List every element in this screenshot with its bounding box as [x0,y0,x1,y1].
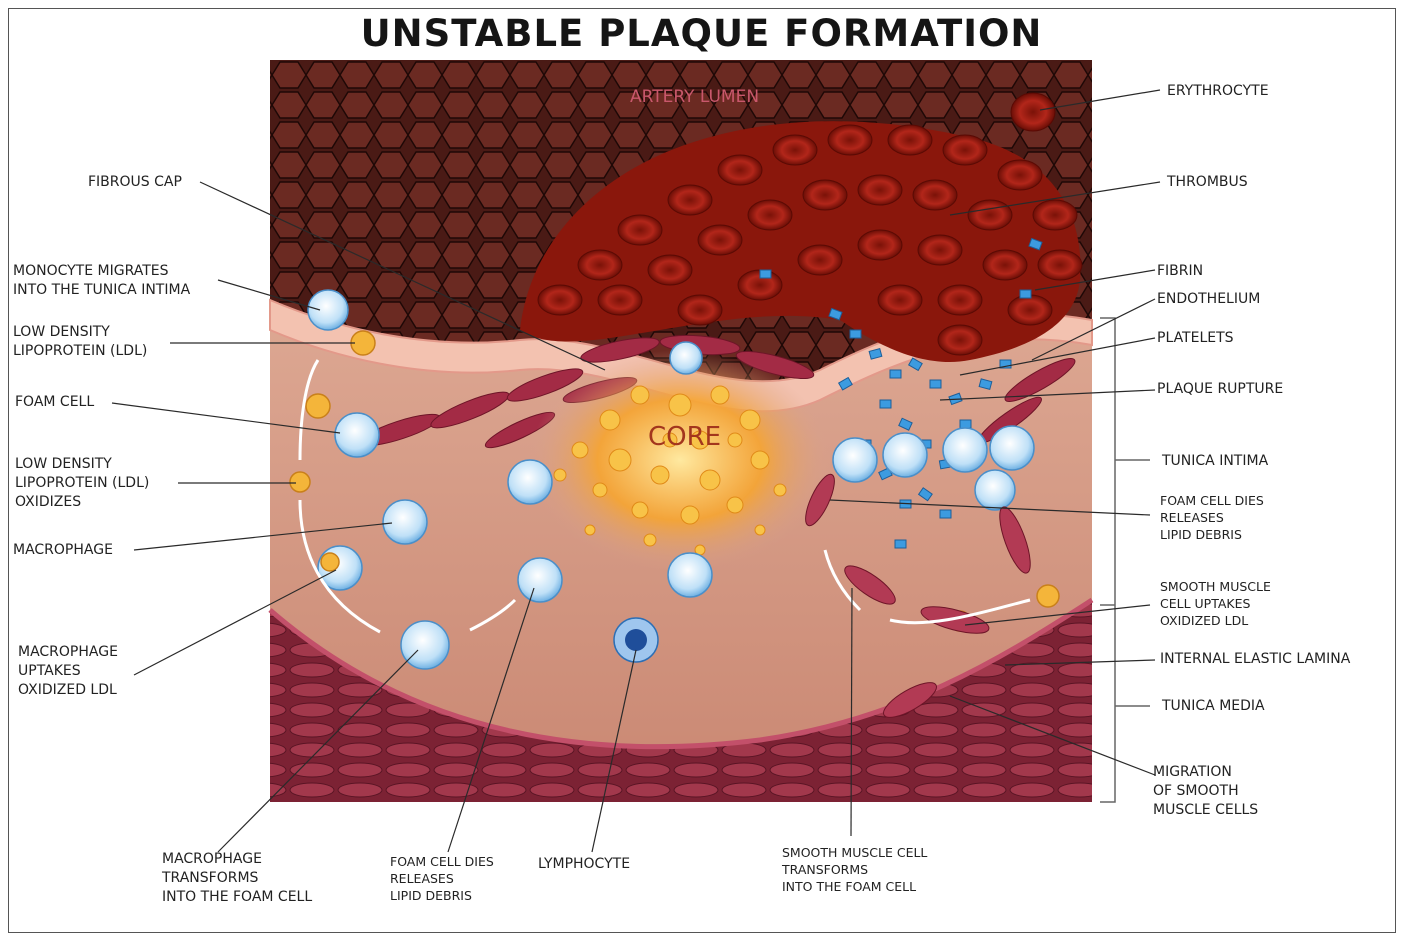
erythrocyte-cell [1011,93,1055,131]
tunica-bracket [1100,318,1115,802]
label-foam-cell-dies-right: FOAM CELL DIESRELEASESLIPID DEBRIS [1160,492,1264,543]
label-macrophage: MACROPHAGE [13,541,113,560]
lymphocyte-nucleus [625,629,647,651]
label-migration: MIGRATIONOF SMOOTHMUSCLE CELLS [1153,763,1258,820]
label-monocyte-migrates: MONOCYTE MIGRATESINTO THE TUNICA INTIMA [13,262,190,300]
label-ldl: LOW DENSITYLIPOPROTEIN (LDL) [13,323,147,361]
core-label: CORE [648,428,721,447]
artery-lumen-label: ARTERY LUMEN [630,88,759,107]
label-fibrin: FIBRIN [1157,262,1203,281]
label-ldl-oxidizes: LOW DENSITYLIPOPROTEIN (LDL)OXIDIZES [15,455,149,512]
label-endothelium: ENDOTHELIUM [1157,290,1260,309]
label-fibrous-cap: FIBROUS CAP [88,173,182,192]
label-lymphocyte: LYMPHOCYTE [538,855,630,874]
label-foam-cell: FOAM CELL [15,393,94,412]
label-smc-uptakes: SMOOTH MUSCLECELL UPTAKESOXIDIZED LDL [1160,578,1271,629]
label-tunica-media: TUNICA MEDIA [1162,697,1265,716]
label-smc-transforms: SMOOTH MUSCLE CELLTRANSFORMSINTO THE FOA… [782,844,927,895]
label-plaque-rupture: PLAQUE RUPTURE [1157,380,1283,399]
label-erythrocyte: ERYTHROCYTE [1167,82,1269,101]
label-macrophage-uptakes: MACROPHAGEUPTAKESOXIDIZED LDL [18,643,118,700]
label-foam-cell-dies-bottom: FOAM CELL DIESRELEASESLIPID DEBRIS [390,853,494,904]
lipid-core [530,350,830,570]
label-internal-elastic-lamina: INTERNAL ELASTIC LAMINA [1160,650,1350,669]
label-tunica-intima: TUNICA INTIMA [1162,452,1268,471]
label-macrophage-transforms: MACROPHAGETRANSFORMSINTO THE FOAM CELL [162,850,312,907]
label-platelets: PLATELETS [1157,329,1234,348]
label-thrombus: THROMBUS [1167,173,1248,192]
